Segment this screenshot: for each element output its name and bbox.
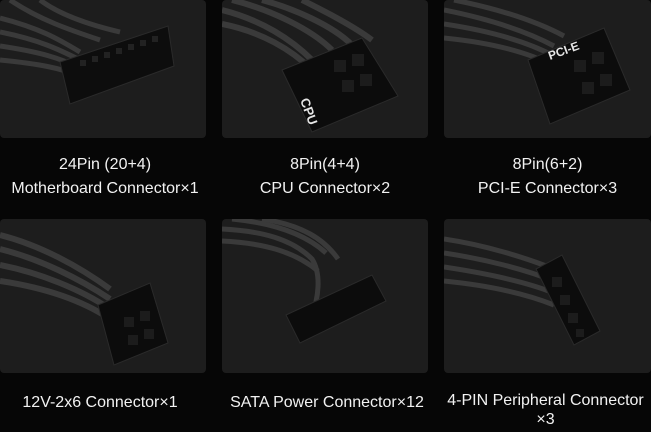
12v-2x6-cable-icon <box>0 232 169 366</box>
peripheral-connector-caption: 4-PIN Peripheral Connector ×3 <box>440 391 651 429</box>
12v-2x6-connector-label: 12V-2x6 Connector×1 <box>22 394 178 411</box>
peripheral-connector-label: 4-PIN Peripheral Connector <box>447 392 644 409</box>
pcie-connector-caption: 8Pin(6+2) PCI-E Connector×3 <box>444 153 651 201</box>
motherboard-connector-pins: 24Pin (20+4) <box>58 156 152 173</box>
motherboard-connector-caption: 24Pin (20+4) Motherboard Connector×1 <box>0 153 210 201</box>
pcie-connector-pins: 8Pin(6+2) <box>512 156 583 173</box>
12v-2x6-connector-caption: 12V-2x6 Connector×1 <box>0 391 200 415</box>
cpu-connector-label: CPU Connector×2 <box>259 180 391 197</box>
motherboard-cable-icon <box>0 0 175 105</box>
cpu-cable-icon: CPU <box>222 0 399 133</box>
pcie-connector-label: PCI-E Connector×3 <box>477 180 618 197</box>
sata-connector-image <box>222 219 428 373</box>
sata-cable-icon <box>222 219 387 344</box>
12v-2x6-connector-image <box>0 219 206 373</box>
motherboard-connector-label: Motherboard Connector×1 <box>11 180 199 197</box>
sata-connector-label: SATA Power Connector×12 <box>230 394 424 411</box>
sata-connector-caption: SATA Power Connector×12 <box>222 391 432 415</box>
cpu-connector-pins: 8Pin(4+4) <box>290 156 360 173</box>
cpu-connector-caption: 8Pin(4+4) CPU Connector×2 <box>222 153 428 201</box>
pcie-connector-image: PCI-E <box>444 0 651 138</box>
motherboard-connector-image <box>0 0 206 138</box>
cpu-connector-image: CPU <box>222 0 428 138</box>
peripheral-cable-icon <box>444 236 601 346</box>
peripheral-connector-image <box>444 219 651 373</box>
peripheral-connector-count: ×3 <box>536 411 555 428</box>
pcie-cable-icon: PCI-E <box>444 0 631 125</box>
